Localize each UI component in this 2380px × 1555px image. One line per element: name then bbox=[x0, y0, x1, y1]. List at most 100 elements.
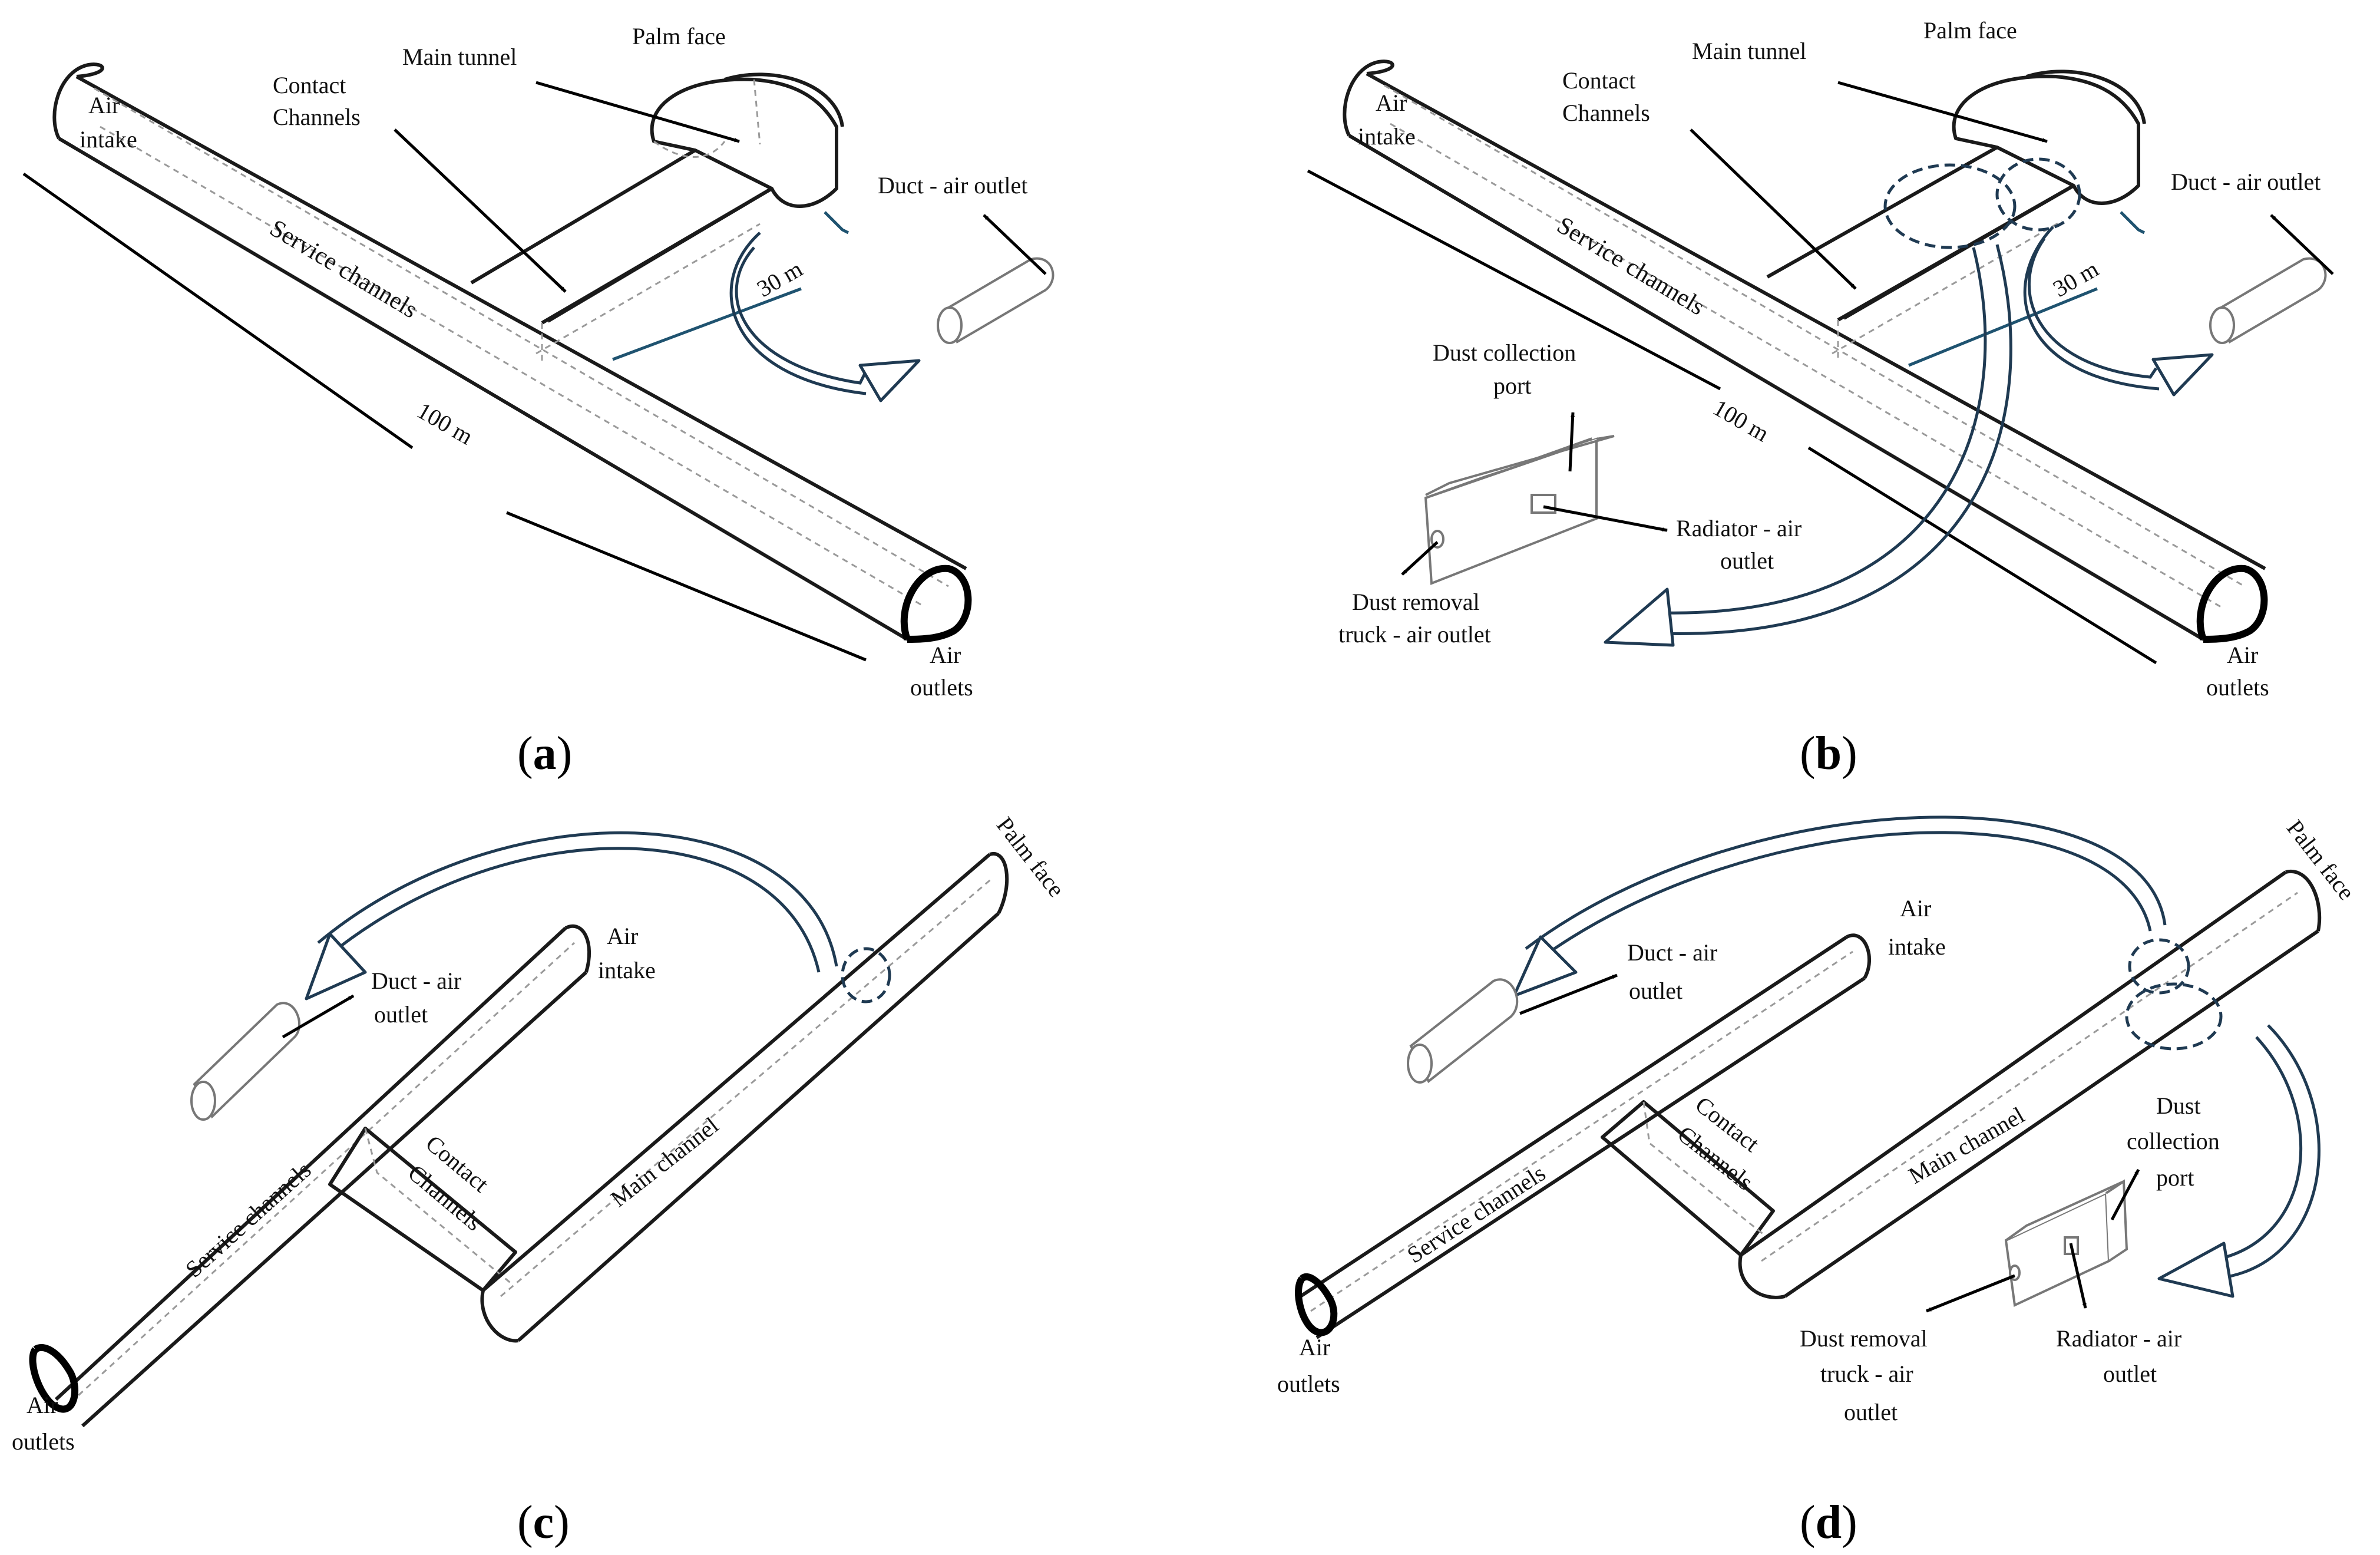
label-air-intake-2: intake bbox=[1358, 123, 1416, 150]
label-radiator-2: outlet bbox=[2103, 1361, 2157, 1387]
main-tunnel-tube bbox=[650, 72, 844, 208]
label-contact-channels-1: Contact bbox=[1562, 67, 1635, 94]
label-duct-2: outlet bbox=[374, 1001, 428, 1028]
caption-c: (c) bbox=[517, 1497, 570, 1549]
leader-main-tunnel bbox=[536, 81, 740, 143]
main-channel-tube bbox=[1738, 869, 2322, 1299]
label-duct-air-outlet: Duct - air outlet bbox=[878, 172, 1027, 199]
label-air-outlets-2: outlets bbox=[1277, 1371, 1340, 1397]
air-outlet-end bbox=[2196, 564, 2268, 643]
leader-radiator bbox=[2069, 1243, 2087, 1309]
leader-main-tunnel bbox=[1837, 81, 2048, 143]
contact-channel-box bbox=[1601, 1100, 1775, 1257]
air-outlet-end bbox=[29, 1343, 78, 1413]
flow-arrow bbox=[729, 232, 868, 395]
service-channel-tube bbox=[52, 62, 972, 643]
panel-d: Palm face Duct - air outlet Air intake C… bbox=[1277, 815, 2360, 1549]
flow-arrow-duct bbox=[1525, 816, 2167, 962]
label-dust-removal-3: outlet bbox=[1844, 1399, 1898, 1425]
label-air-outlets-2: outlets bbox=[910, 674, 973, 701]
label-air-intake-2: intake bbox=[80, 126, 137, 153]
dust-removal-truck-box bbox=[1424, 435, 1615, 585]
marked-region-duct bbox=[2128, 938, 2190, 995]
label-main-tunnel: Main tunnel bbox=[1692, 38, 1806, 64]
label-palm-face: Palm face bbox=[1923, 17, 2017, 44]
label-main-channel: Main channel bbox=[606, 1112, 723, 1212]
label-dust-removal-2: truck - air outlet bbox=[1338, 621, 1491, 648]
flow-arrowhead-dust bbox=[1604, 587, 1675, 647]
label-air-intake-1: Air bbox=[88, 92, 120, 118]
flow-arrow-dust bbox=[1660, 244, 2012, 635]
label-radiator-1: Radiator - air bbox=[1676, 515, 1801, 542]
leader-dust-removal bbox=[1401, 541, 1439, 576]
contact-channel-box bbox=[1766, 146, 2075, 362]
label-duct-air-outlet: Duct - air outlet bbox=[2171, 169, 2320, 195]
ground-line bbox=[22, 172, 867, 662]
marked-region-duct bbox=[1995, 157, 2081, 232]
label-dust-collection-1: Dust collection bbox=[1433, 339, 1576, 366]
flow-arrow-duct bbox=[2023, 226, 2160, 391]
label-main-tunnel: Main tunnel bbox=[402, 44, 517, 70]
label-dim-30m: 30 m bbox=[2048, 255, 2103, 302]
label-service-channels: Service channels bbox=[1552, 212, 1710, 321]
label-service-channels: Service channels bbox=[180, 1157, 316, 1283]
label-duct-1: Duct - air bbox=[1627, 939, 1717, 966]
label-dust-removal-1: Dust removal bbox=[1352, 589, 1480, 615]
flow-arrow-dust bbox=[2209, 1024, 2320, 1280]
main-channel-tube bbox=[480, 851, 1009, 1343]
leader-contact-channels bbox=[394, 128, 567, 293]
label-contact-channels-2: Channels bbox=[1562, 100, 1650, 126]
label-air-intake-1: Air bbox=[607, 923, 638, 949]
duct-cylinder bbox=[2209, 257, 2327, 344]
panel-a: Air intake Contact Channels Main tunnel … bbox=[22, 23, 1055, 780]
duct-cylinder bbox=[937, 257, 1055, 344]
label-air-intake-2: intake bbox=[598, 957, 656, 983]
flow-arrow-duct bbox=[317, 831, 838, 973]
flow-arrowhead-duct bbox=[305, 932, 367, 1001]
label-air-outlets-2: outlets bbox=[12, 1428, 75, 1455]
panel-b: Air intake Contact Channels Main tunnel … bbox=[1307, 17, 2334, 780]
flow-arrowhead bbox=[858, 359, 921, 402]
leader-contact-channels bbox=[1690, 128, 1857, 290]
dim-line-30m bbox=[612, 211, 849, 361]
label-dust-collection-3: port bbox=[2156, 1164, 2194, 1191]
label-palm-face: Palm face bbox=[2282, 815, 2360, 905]
label-duct-1: Duct - air bbox=[371, 968, 461, 994]
leader-dust-collection bbox=[1568, 412, 1575, 472]
marked-region-duct bbox=[841, 947, 891, 1003]
leader-dust-removal bbox=[1926, 1274, 2015, 1313]
service-channel-tube bbox=[29, 924, 591, 1428]
label-palm-face: Palm face bbox=[632, 23, 726, 49]
label-air-intake-1: Air bbox=[1376, 90, 1407, 116]
flow-arrowhead-duct bbox=[2151, 353, 2214, 397]
leader-dust-collection bbox=[2110, 1168, 2140, 1221]
caption-d: (d) bbox=[1800, 1497, 1857, 1549]
flow-arrowhead-duct bbox=[1512, 935, 1578, 998]
leader-duct bbox=[1519, 973, 1618, 1015]
marked-region-dust bbox=[2125, 982, 2223, 1051]
label-duct-2: outlet bbox=[1629, 978, 1682, 1004]
air-outlet-end bbox=[1295, 1273, 1338, 1336]
label-contact-channels-2: Channels bbox=[273, 104, 361, 130]
label-dim-30m: 30 m bbox=[752, 255, 807, 302]
duct-cylinder bbox=[1407, 978, 1519, 1084]
marked-region-dust bbox=[1883, 163, 2017, 249]
ground-line bbox=[1307, 169, 2157, 665]
label-dust-collection-2: port bbox=[1493, 372, 1531, 399]
caption-b: (b) bbox=[1800, 728, 1857, 780]
contact-channel-box bbox=[470, 148, 774, 362]
label-dust-removal-2: truck - air bbox=[1820, 1361, 1913, 1387]
service-channel-tube bbox=[1343, 60, 2268, 643]
contact-channel-box bbox=[328, 1127, 517, 1292]
label-air-outlets-1: Air bbox=[1299, 1334, 1330, 1361]
label-main-channel: Main channel bbox=[1904, 1101, 2029, 1188]
caption-a: (a) bbox=[517, 728, 572, 780]
duct-cylinder bbox=[190, 1002, 301, 1121]
label-dust-collection-1: Dust bbox=[2156, 1092, 2201, 1119]
air-outlet-end bbox=[900, 564, 972, 643]
label-air-outlets-1: Air bbox=[930, 642, 961, 668]
label-dim-100m: 100 m bbox=[413, 397, 478, 450]
label-dim-100m: 100 m bbox=[1709, 394, 1774, 447]
flow-arrowhead-dust bbox=[2157, 1242, 2234, 1298]
label-air-intake-1: Air bbox=[1900, 895, 1931, 922]
